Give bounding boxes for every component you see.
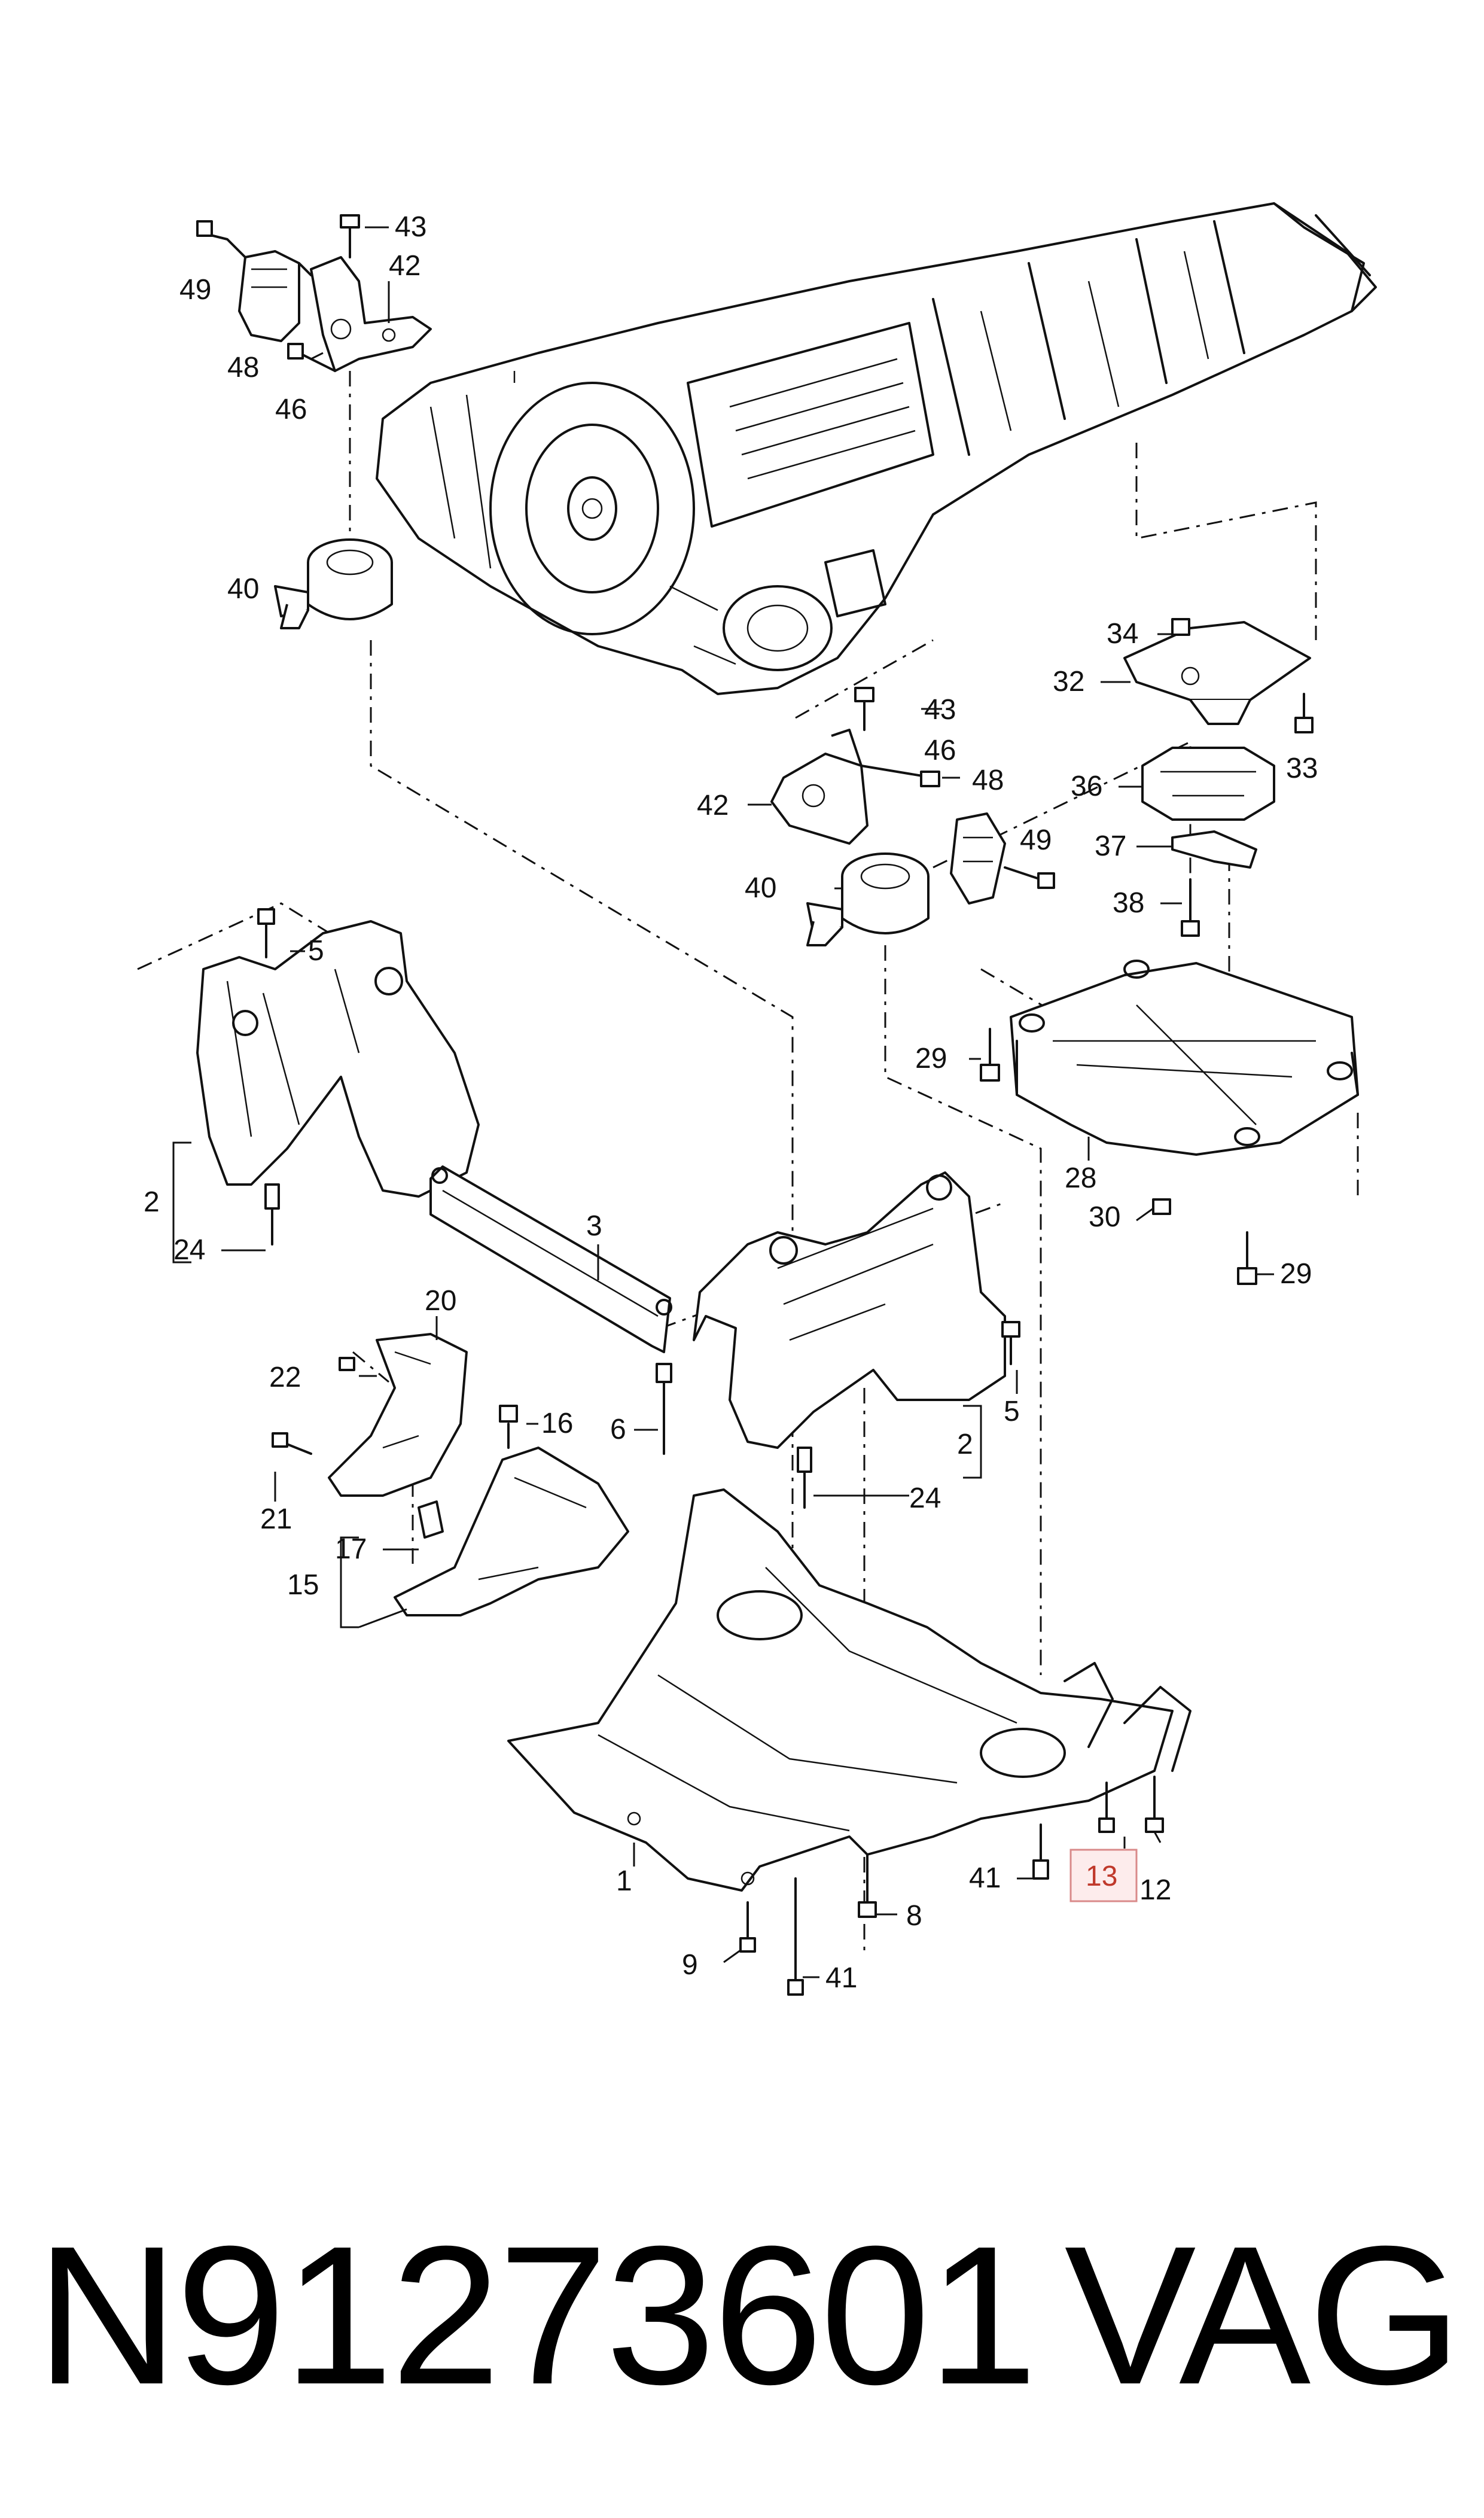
callout-29: 29 [1280,1258,1312,1290]
callout-42: 42 [389,250,420,282]
callout-41: 41 [969,1862,1001,1894]
callout-37: 37 [1095,830,1126,862]
heat-shield-front [272,1333,468,1497]
callout-32: 32 [1053,666,1084,698]
callout-24: 24 [909,1482,941,1514]
callout-41: 41 [825,1962,857,1994]
leader-lines [172,226,1274,1978]
callout-2: 2 [144,1186,160,1218]
callout-43: 43 [395,211,426,243]
callout-12: 12 [1139,1874,1171,1906]
transmission-mount-right [806,852,930,946]
callout-49: 49 [179,274,211,306]
highlight-box-13 [1069,1849,1138,1902]
callout-48: 48 [227,352,259,383]
callout-46: 46 [275,394,307,425]
callout-15: 15 [287,1569,319,1601]
brand-name: VAG [1064,2205,1462,2425]
front-subframe [507,1488,1192,1996]
callout-40: 40 [745,872,776,904]
callout-42: 42 [697,790,729,821]
callout-3: 3 [586,1210,602,1242]
callout-38: 38 [1113,887,1144,919]
callout-40: 40 [227,573,259,605]
callout-28: 28 [1065,1162,1096,1194]
callout-2: 2 [957,1429,973,1460]
callout-33: 33 [1286,753,1318,784]
callout-8: 8 [906,1900,922,1932]
callout-24: 24 [173,1234,205,1266]
rear-crossmember-group [980,618,1359,1285]
callout-34: 34 [1107,618,1138,650]
callout-36: 36 [1071,771,1102,802]
callout-46: 46 [924,735,956,766]
part-number: N91273601 [36,2205,1038,2425]
left-subframe-bracket [196,908,480,1246]
callout-6: 6 [610,1414,626,1445]
part-caption: N91273601 VAG [36,2190,1462,2441]
callout-49: 49 [1020,824,1052,856]
callout-1: 1 [616,1865,632,1897]
callout-16: 16 [541,1408,573,1439]
callout-21: 21 [260,1503,292,1535]
right-subframe-bracket [656,1171,1020,1509]
callout-20: 20 [425,1285,456,1317]
callout-5: 5 [308,935,324,967]
callout-5: 5 [1004,1396,1020,1427]
cross-brace [429,1165,672,1353]
left-engine-bracket-group [196,214,432,372]
callout-30: 30 [1089,1201,1120,1233]
callout-17: 17 [335,1533,367,1565]
callout-22: 22 [269,1362,301,1393]
callout-43: 43 [924,694,956,726]
center-bracket-group [770,687,1055,905]
transmission-mount-left [274,538,393,629]
callout-9: 9 [682,1949,698,1981]
callout-29: 29 [915,1043,947,1074]
transmission-housing [376,202,1377,695]
callout-labels: 49 48 43 42 46 40 43 46 42 48 49 40 34 3… [144,211,1318,1994]
callout-48: 48 [972,765,1004,796]
callout-13: 13 [1086,1861,1117,1892]
heat-shield-rear [394,1405,629,1616]
